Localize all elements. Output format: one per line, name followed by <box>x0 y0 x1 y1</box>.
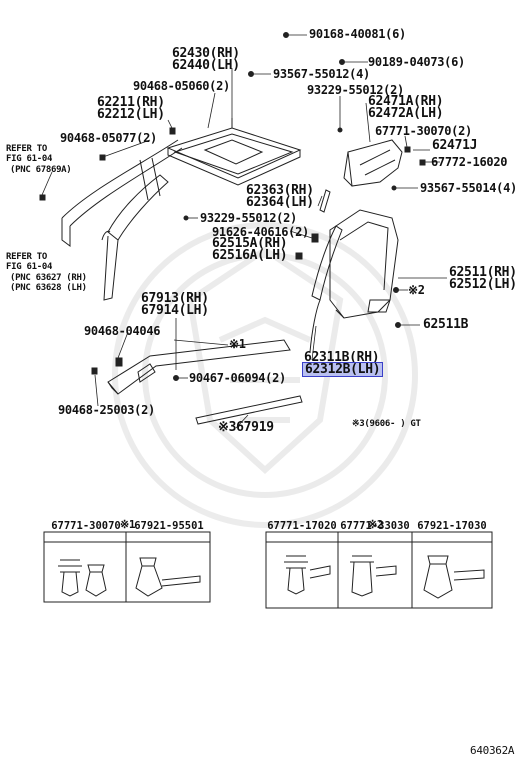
refer-note-2-line2: FIG 61-04 <box>6 262 53 272</box>
table2-part-2: 67771-33030 <box>340 520 410 532</box>
label-67919: ※367919 <box>218 420 274 435</box>
label-93567-55012: 93567-55012(4) <box>273 67 370 81</box>
quarter-trim-62511 <box>329 209 399 319</box>
mark-2-a: ※2 <box>408 283 425 297</box>
label-62312B-highlighted[interactable]: 62312B(LH) <box>302 362 384 377</box>
rail-67919 <box>195 395 303 425</box>
label-90468-04046: 90468-04046 <box>84 324 161 338</box>
label-67914: 67914(LH) <box>141 303 209 318</box>
label-67913: 67913(RH) <box>141 291 209 306</box>
refer-note-2-line1: REFER TO <box>6 252 47 262</box>
label-90468-25003: 90468-25003(2) <box>58 403 155 417</box>
clip-67771-17020 <box>284 555 331 595</box>
label-62440: 62440(LH) <box>172 58 240 73</box>
label-62363: 62363(RH) <box>246 183 314 198</box>
clip-67771-30070 <box>58 559 82 597</box>
front-pillar-garnish <box>101 174 169 301</box>
table2-part-1: 67771-17020 <box>267 520 337 532</box>
label-62471J: 62471J <box>432 138 478 153</box>
label-62515A: 62515A(RH) <box>212 236 288 251</box>
label-91626-40616: 91626-40616(2) <box>212 225 309 239</box>
refer-note-2-line3: (PNC 63627 (RH) <box>10 273 87 283</box>
refer-note-1-line1: REFER TO <box>6 144 47 154</box>
mark-1: ※1 <box>229 337 246 351</box>
label-90189-04073: 90189-04073(6) <box>368 55 465 69</box>
label-62311B: 62311B(RH) <box>304 350 380 365</box>
label-62364: 62364(LH) <box>246 195 314 210</box>
roof-headliner-62430 <box>166 118 302 186</box>
label-90468-05077: 90468-05077(2) <box>60 131 157 145</box>
clip-67921-17030 <box>423 555 485 599</box>
table2-part-3: 67921-17030 <box>417 520 487 532</box>
note-3: ※3(9606- ) GT <box>352 419 421 429</box>
refer-note-1-line3: (PNC 67869A) <box>10 165 72 175</box>
watermark-seal <box>112 222 418 528</box>
figure-code: 640362A <box>470 744 515 757</box>
refer-note-1-line2: FIG 61-04 <box>6 154 53 164</box>
label-93567-55014: 93567-55014(4) <box>420 181 517 195</box>
label-62512: 62512(LH) <box>449 277 517 292</box>
scuff-plate-67913 <box>107 339 291 395</box>
label-62471A: 62471A(RH) <box>368 94 444 109</box>
clip-67771-33030 <box>350 555 397 597</box>
label-90168-40081: 90168-40081(6) <box>309 27 406 41</box>
label-67772-16020: 67772-16020 <box>431 155 508 169</box>
table2-header: ※2 <box>368 518 384 531</box>
label-62211: 62211(RH) <box>97 95 165 110</box>
strip-62363 <box>319 189 331 213</box>
leader-lines <box>41 34 447 429</box>
label-62212: 62212(LH) <box>97 107 165 122</box>
rear-pillar-garnish-62471A <box>343 139 403 187</box>
table1-frame <box>43 531 211 603</box>
table1-header: ※1 <box>120 518 136 531</box>
roof-side-rail-62211 <box>61 139 183 247</box>
refer-note-2-line4: (PNC 63628 (LH) <box>10 283 87 293</box>
label-67771-30070: 67771-30070(2) <box>375 124 472 138</box>
label-93229-55012-b: 93229-55012(2) <box>200 211 297 225</box>
table1-part-2: 67921-95501 <box>134 520 204 532</box>
clip-67921-95501 <box>85 557 201 597</box>
label-93229-55012-a: 93229-55012(2) <box>307 83 404 97</box>
label-62516A: 62516A(LH) <box>212 248 288 263</box>
label-62472A: 62472A(LH) <box>368 106 444 121</box>
table1-part-1: 67771-30070 <box>51 520 121 532</box>
table2-frame <box>265 531 493 609</box>
label-90468-05060: 90468-05060(2) <box>133 79 230 93</box>
label-62430: 62430(RH) <box>172 46 240 61</box>
label-90467-06094: 90467-06094(2) <box>189 371 286 385</box>
label-62511: 62511(RH) <box>449 265 517 280</box>
center-pillar-62311B <box>309 225 343 353</box>
label-62511B: 62511B <box>423 317 469 332</box>
